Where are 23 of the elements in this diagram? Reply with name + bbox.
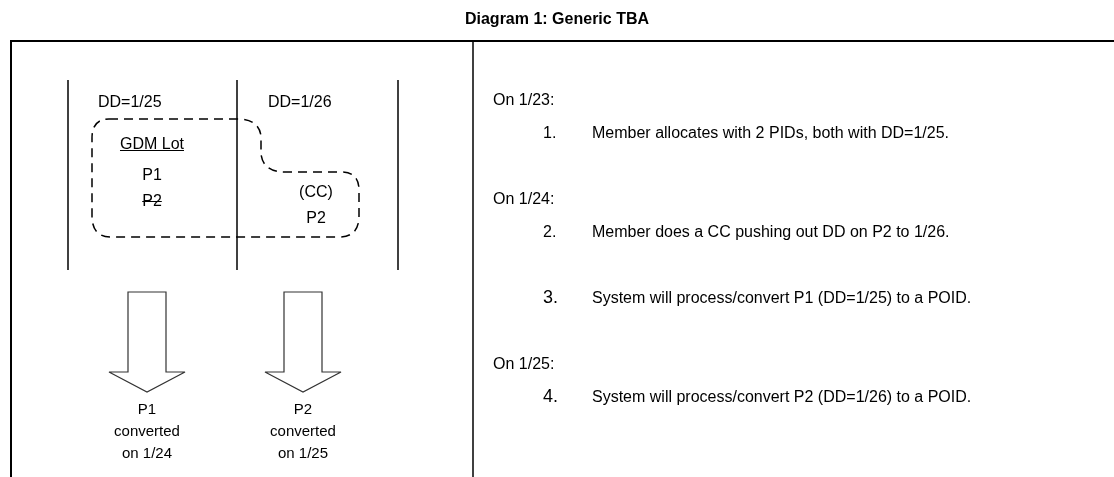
part-label: P2 xyxy=(141,192,163,210)
step-text: Member allocates with 2 PIDs, both with DD=1/25. xyxy=(592,123,951,143)
date-heading: On 1/24: xyxy=(493,189,555,209)
date-heading: On 1/23: xyxy=(493,90,555,110)
block-arrow xyxy=(264,291,342,393)
step-text: System will process/convert P1 (DD=1/25) to a POID. xyxy=(592,288,973,308)
list-number: 1. xyxy=(543,123,557,143)
part-label: P1 xyxy=(141,166,163,184)
result-text: P2 converted on 1/25 xyxy=(269,399,337,463)
dashed-group-outline xyxy=(89,116,363,240)
list-number: 4. xyxy=(543,385,558,408)
part-label: (CC) P2 xyxy=(298,182,334,228)
lot-heading: GDM Lot xyxy=(119,135,185,153)
list-number: 3. xyxy=(543,286,558,309)
block-arrow xyxy=(108,291,186,393)
step-text: Member does a CC pushing out DD on P2 to 1/26. xyxy=(592,222,951,242)
diagram-title: Diagram 1: Generic TBA xyxy=(463,10,651,28)
column-heading: DD=1/26 xyxy=(268,92,332,112)
date-heading: On 1/25: xyxy=(493,354,555,374)
step-text: System will process/convert P2 (DD=1/26) to a POID. xyxy=(592,387,973,407)
column-heading: DD=1/25 xyxy=(98,92,162,112)
result-text: P1 converted on 1/24 xyxy=(113,399,181,463)
list-number: 2. xyxy=(543,222,557,242)
